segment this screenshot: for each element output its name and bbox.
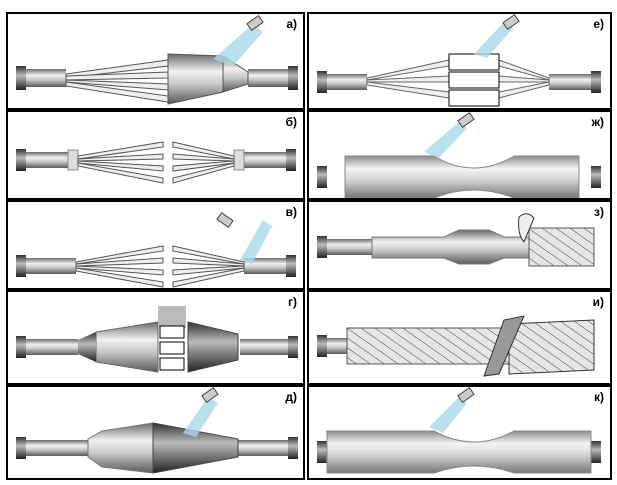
panel-label: е) (593, 17, 604, 31)
panel-k: к) (307, 385, 612, 480)
panel-label: ж) (591, 115, 604, 129)
cable-diagram (317, 14, 601, 107)
panel-d: д) (6, 385, 305, 480)
cable-diagram (16, 15, 298, 105)
panel-b: б) (6, 110, 305, 200)
panel-label: д) (285, 390, 297, 404)
panel-label: в) (285, 205, 297, 219)
panel-label: г) (288, 295, 297, 309)
cable-diagram (317, 315, 595, 377)
panel-zh: ж) (307, 110, 612, 200)
cable-diagram (16, 387, 298, 474)
cable-diagram (16, 212, 296, 288)
panel-z: з) (307, 200, 612, 290)
cable-diagram (16, 306, 298, 373)
panel-label: и) (592, 295, 604, 309)
panel-a: а) (6, 12, 305, 110)
panel-label: з) (594, 205, 604, 219)
cable-diagram (317, 387, 601, 474)
panel-i: и) (307, 290, 612, 385)
cable-diagram (317, 213, 595, 267)
panel-e: е) (307, 12, 612, 110)
panel-v: в) (6, 200, 305, 290)
panel-label: а) (286, 17, 297, 31)
panel-label: к) (593, 390, 604, 404)
panel-label: б) (285, 115, 297, 129)
cable-diagram (317, 112, 601, 198)
cable-diagram (16, 141, 296, 184)
panel-g: г) (6, 290, 305, 385)
